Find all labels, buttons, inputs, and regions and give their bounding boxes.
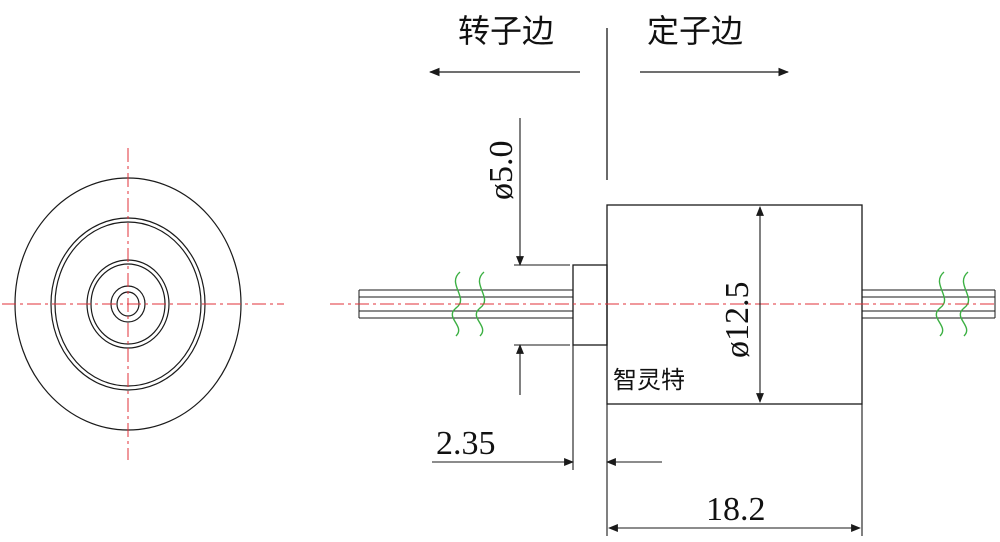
wire-break-marks: [451, 271, 970, 337]
shaft-diameter-dimension: [514, 118, 570, 395]
stator-side-label: 定子边: [647, 12, 743, 50]
rotor-side-label: 转子边: [458, 12, 554, 50]
rotor-lead-wires: [358, 289, 573, 319]
break-mark: [475, 271, 486, 337]
rotor-flange: [572, 264, 608, 346]
break-mark: [451, 271, 462, 337]
end-view-centerlines: [2, 148, 284, 460]
body-diameter-label: ø12.5: [719, 282, 756, 359]
break-mark: [959, 271, 970, 337]
flange-length-label: 2.35: [436, 425, 496, 462]
flange-length-dimension: [432, 345, 662, 536]
brand-label: 智灵特: [613, 366, 685, 394]
shaft-diameter-label: ø5.0: [483, 141, 520, 201]
body-length-label: 18.2: [706, 491, 766, 528]
stator-lead-wires: [862, 289, 996, 319]
break-mark: [935, 271, 946, 337]
body-length-dimension: [608, 404, 863, 536]
